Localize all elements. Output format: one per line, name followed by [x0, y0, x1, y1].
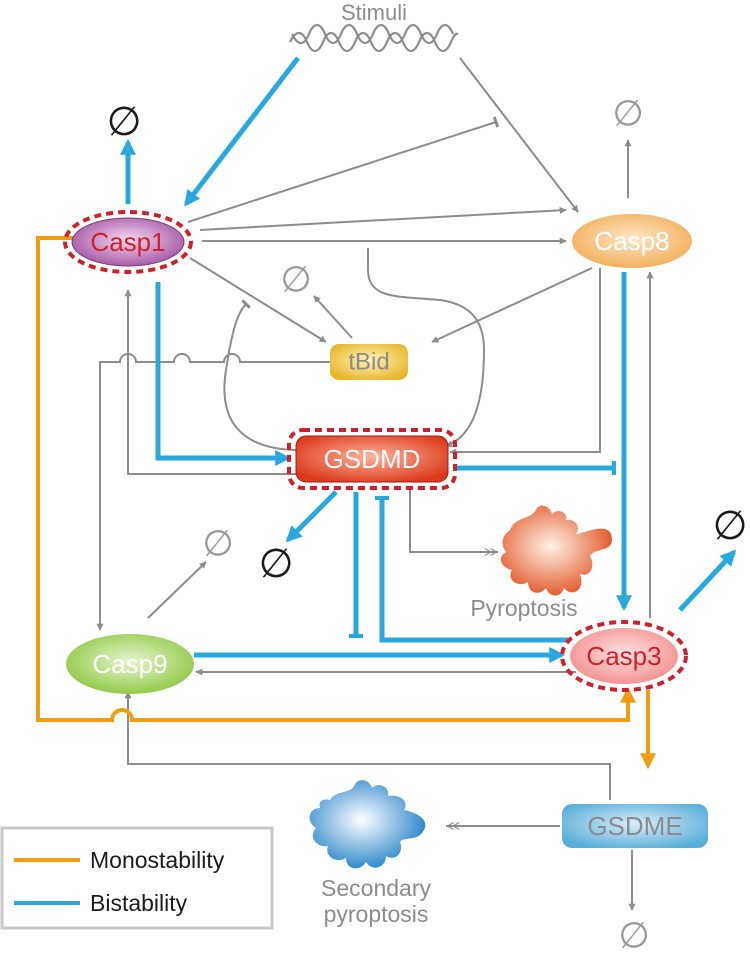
- edge-gsdmd-null: [285, 490, 338, 543]
- node-tbid: tBid: [330, 344, 408, 380]
- edge-casp1-inhibit-top: [187, 116, 500, 223]
- edge-casp1-casp3-mono: [36, 236, 636, 722]
- tbid-label: tBid: [348, 349, 389, 376]
- casp9-label: Casp9: [92, 649, 167, 679]
- node-casp1: Casp1: [63, 210, 193, 274]
- gsdme-degradation-symbol: ∅: [618, 916, 649, 957]
- edge-casp1-tbid: [189, 257, 327, 343]
- edge-tbid-null: [313, 295, 353, 339]
- node-casp8: Casp8: [572, 214, 692, 268]
- pyroptosis-label: Pyroptosis: [470, 595, 577, 621]
- gsdme-label: GSDME: [587, 811, 682, 841]
- stimuli-coil-back: [291, 23, 455, 45]
- casp8-label: Casp8: [594, 226, 669, 256]
- casp9-degradation-symbol: ∅: [202, 524, 233, 565]
- tbid-degradation-symbol: ∅: [280, 260, 311, 301]
- edge-loop-right: [367, 248, 486, 448]
- edge-casp3-inhibit-gsdmd: [375, 496, 568, 643]
- edge-casp8-gsdmd: [449, 268, 601, 456]
- gsdmd-label: GSDMD: [324, 444, 421, 474]
- edge-casp3-null: [678, 549, 737, 612]
- casp3-label: Casp3: [586, 641, 661, 671]
- secondary-pyroptosis-label-line1: Secondary: [321, 875, 431, 901]
- gsdmd-degradation-symbol: ∅: [259, 541, 294, 587]
- node-casp3: Casp3: [560, 620, 688, 692]
- edge-tbid-casp9: [96, 353, 330, 631]
- casp1-label: Casp1: [90, 227, 165, 257]
- gray-edges: [96, 57, 654, 911]
- legend-bistability-label: Bistability: [90, 890, 188, 916]
- blue-edges: [120, 56, 737, 663]
- edge-casp8-tbid: [431, 267, 593, 343]
- orange-edges: [36, 236, 656, 770]
- casp3-degradation-symbol: ∅: [713, 503, 748, 549]
- stimuli-label: Stimuli: [341, 0, 407, 25]
- edge-stimuli-casp8: [459, 57, 579, 213]
- legend: Monostability Bistability: [0, 826, 274, 930]
- node-gsdme: GSDME: [562, 804, 708, 848]
- legend-monostability-label: Monostability: [90, 847, 225, 873]
- edge-stimuli-casp1: [184, 56, 300, 207]
- edge-casp1-casp8-diag: [199, 206, 567, 231]
- edge-loop-left: [223, 299, 301, 451]
- edge-gsdmd-pyroptosis: [409, 490, 498, 552]
- secondary-pyroptosis-cell-icon: [309, 780, 426, 869]
- stimuli-coil: [289, 31, 459, 53]
- edge-casp9-null: [147, 561, 207, 619]
- casp8-degradation-symbol: ∅: [612, 94, 643, 135]
- node-casp9: Casp9: [66, 634, 194, 694]
- edge-casp1-gsdmd: [155, 282, 292, 466]
- pyroptosis-cell-icon: [500, 505, 612, 596]
- node-gsdmd: GSDMD: [287, 428, 457, 490]
- casp1-degradation-symbol: ∅: [107, 99, 142, 145]
- secondary-pyroptosis-label-line2: pyroptosis: [324, 901, 429, 927]
- edge-gsdme-casp9: [124, 691, 611, 800]
- edge-gsdmd-casp1: [124, 289, 300, 475]
